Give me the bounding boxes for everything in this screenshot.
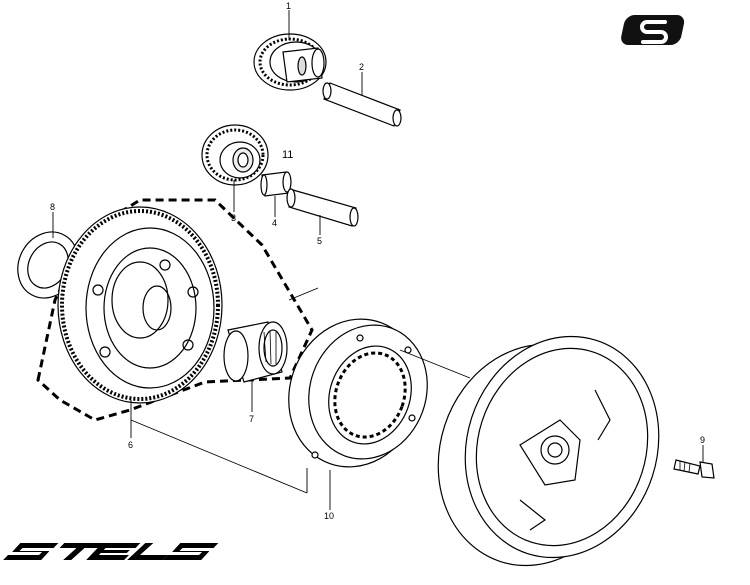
corner-s-logo — [621, 15, 685, 45]
part-1-gear — [253, 33, 327, 91]
label-part-7: 7 — [249, 414, 254, 424]
label-part-8: 8 — [50, 202, 55, 212]
flywheel-rotor — [437, 335, 660, 567]
part-3-gear — [201, 124, 269, 186]
label-part-6: 6 — [128, 440, 133, 450]
part-5-shaft — [286, 188, 359, 227]
label-part-4: 4 — [272, 218, 277, 228]
label-part-2: 2 — [359, 62, 364, 72]
label-part-3: 3 — [231, 213, 236, 223]
part-6-large-gear — [36, 198, 314, 422]
label-part-10: 10 — [324, 511, 334, 521]
part-7-needle-bearing — [223, 321, 288, 383]
leader-lines — [52, 10, 704, 510]
label-part-9: 9 — [700, 435, 705, 445]
label-part-1: 1 — [286, 1, 291, 11]
part-9-bolt — [673, 459, 715, 479]
part-4-bushing — [260, 171, 292, 197]
label-part-11: 11 — [282, 149, 293, 161]
stels-logo — [3, 543, 219, 560]
label-part-5: 5 — [317, 236, 322, 246]
part-labels: 1 2 3 4 5 6 7 8 9 10 11 — [50, 1, 705, 521]
part-8-washer — [17, 231, 79, 299]
part-10-one-way-clutch — [288, 318, 428, 468]
part-2-shaft — [322, 82, 402, 127]
